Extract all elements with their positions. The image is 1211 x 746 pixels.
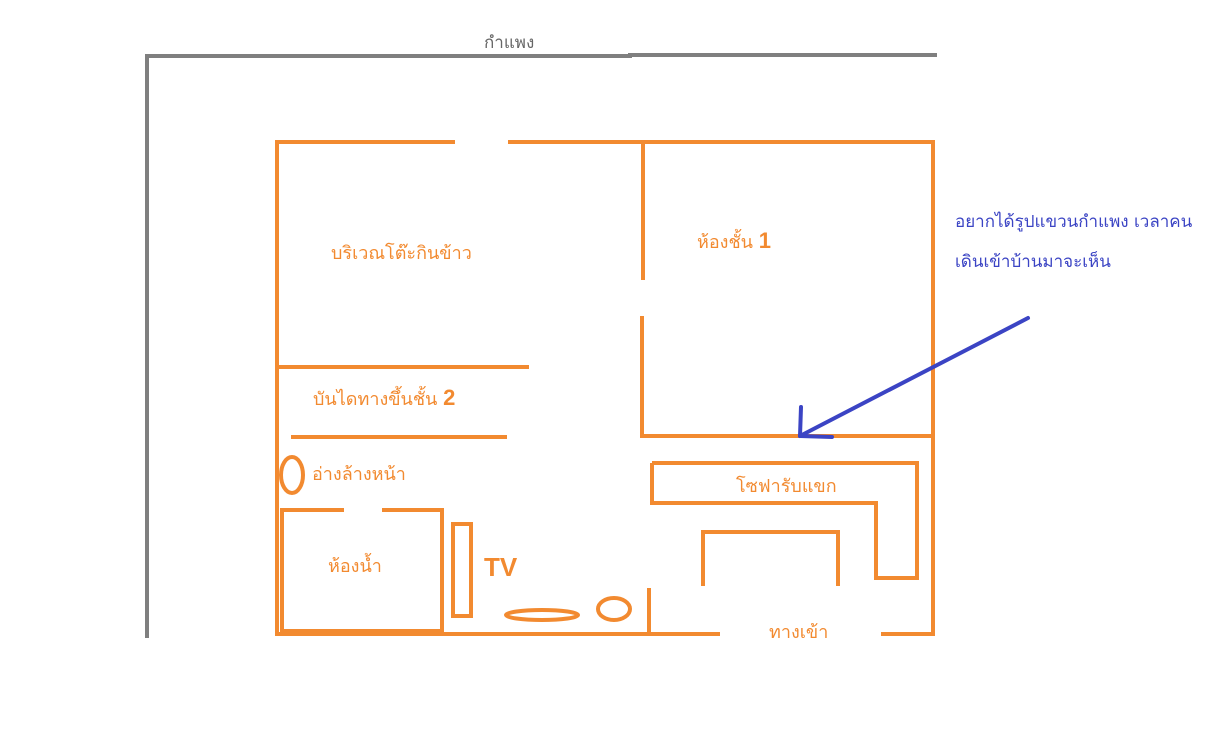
note-line-2: เดินเข้าบ้านมาจะเห็น <box>955 252 1111 272</box>
room-floor1-walls <box>640 140 932 438</box>
room-floor1-number: 1 <box>758 228 771 253</box>
house-outer-walls <box>275 140 935 636</box>
stairs-text: บันไดทางขึ้นชั้น <box>313 389 438 410</box>
boundary-wall <box>145 53 937 638</box>
coffee-table-shape <box>504 608 580 622</box>
bathroom-label: ห้องน้ำ <box>328 556 382 577</box>
room-floor1-text: ห้องชั้น <box>697 232 753 253</box>
boundary-wall-label: กำแพง <box>484 33 535 53</box>
sofa-shape <box>650 461 919 580</box>
room-floor1-label: ห้องชั้น 1 <box>697 230 771 254</box>
note-line-1: อยากได้รูปแขวนกำแพง เวลาคน <box>955 212 1193 232</box>
stairs-walls <box>275 365 529 439</box>
tv-shape <box>451 522 473 618</box>
wash-basin-label: อ่างล้างหน้า <box>312 464 406 485</box>
entrance-box-shape <box>701 530 840 586</box>
stairs-number: 2 <box>443 385 456 410</box>
bathroom-walls <box>280 508 444 633</box>
sofa-label: โซฟารับแขก <box>736 476 837 497</box>
entrance-label: ทางเข้า <box>769 622 829 643</box>
arrow-icon <box>798 316 1030 439</box>
stairs-label: บันไดทางขึ้นชั้น 2 <box>313 387 455 411</box>
wash-basin-shape <box>279 455 305 495</box>
dining-area-label: บริเวณโต๊ะกินข้าว <box>331 243 472 264</box>
tv-label: TV <box>484 552 518 582</box>
round-table-shape <box>596 596 632 622</box>
